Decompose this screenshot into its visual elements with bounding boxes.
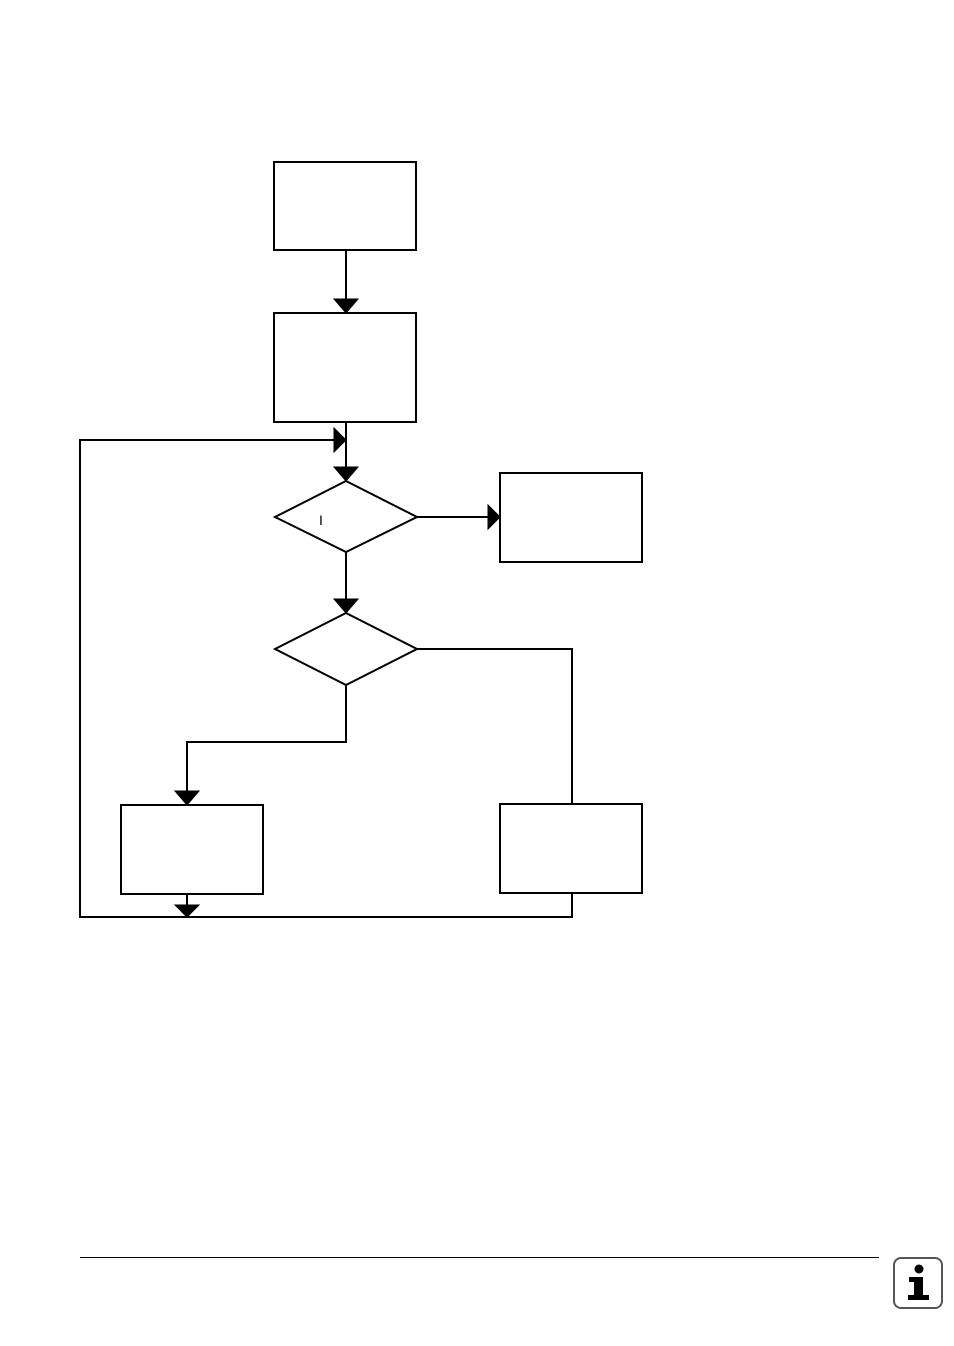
- info-icon-glyph: [908, 1264, 929, 1300]
- decision-diamond-1: [272, 479, 420, 554]
- connector-decision-2-to-right-branch: [417, 648, 573, 804]
- arrowhead-into-setup: [332, 298, 360, 314]
- footer-rule: [80, 1257, 879, 1258]
- arrowhead-loop-merge: [173, 904, 201, 918]
- arrowhead-into-left-branch: [173, 790, 201, 806]
- arrowhead-into-decision-1: [332, 466, 360, 482]
- connector-loop-back: [79, 439, 573, 918]
- process-box-exit: [499, 472, 643, 563]
- process-box-left-branch: [120, 804, 264, 895]
- process-box-setup: [273, 312, 417, 423]
- info-icon: [893, 1257, 943, 1309]
- arrowhead-into-exit: [487, 503, 501, 531]
- connector-decision-2-to-left-branch: [186, 685, 347, 791]
- process-box-start: [273, 161, 417, 251]
- arrowhead-into-decision-2: [332, 598, 360, 614]
- process-box-right-branch: [499, 803, 643, 894]
- decision-diamond-2: [272, 611, 420, 687]
- decision-1-label: I: [319, 512, 323, 528]
- arrowhead-loop-return: [333, 426, 347, 454]
